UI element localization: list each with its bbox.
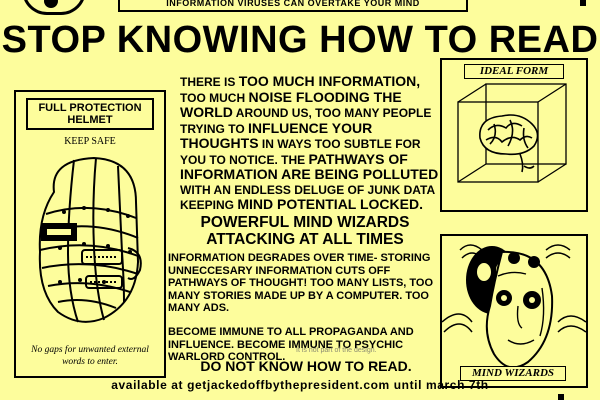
p1-seg8: PATHWAYS OF INFORMATION ARE BEING POLLUT…	[180, 150, 439, 182]
paragraph-3: BECOME IMMUNE TO ALL PROPAGANDA AND INFL…	[168, 326, 414, 364]
mind-wizards-illustration	[442, 244, 586, 369]
mind-wizards-title: MIND WIZARDS	[460, 366, 566, 381]
p1-seg6: INFLUENCE YOUR THOUGHTS	[180, 119, 373, 151]
helmet-illustration	[38, 156, 142, 323]
p1-seg9: WITH AN ENDLESS DELUGE OF JUNK DATA KEEP…	[180, 182, 435, 213]
p1-seg3: TOO MUCH	[180, 90, 249, 105]
top-strip: INFORMATION VIRUSES CAN OVERTAKE YOUR MI…	[0, 0, 600, 16]
p1-seg1: THERE IS	[180, 75, 239, 89]
headline: STOP KNOWING HOW TO READ	[1, 19, 599, 61]
helmet-panel-title: FULL PROTECTION HELMET	[26, 98, 154, 130]
helmet-panel: FULL PROTECTION HELMET KEEP SAFE	[14, 90, 166, 378]
top-banner: INFORMATION VIRUSES CAN OVERTAKE YOUR MI…	[118, 0, 468, 12]
paragraph-2: INFORMATION DEGRADES OVER TIME- STORING …	[168, 252, 434, 315]
bottom-right-mark	[558, 394, 564, 400]
top-right-mark	[580, 0, 586, 6]
p1-seg7: IN WAYS TOO SUBTLE FOR YOU TO NOTICE. TH…	[180, 137, 421, 167]
subheading: POWERFUL MIND WIZARDS ATTACKING AT ALL T…	[170, 214, 440, 248]
p1-seg10: MIND POTENTIAL LOCKED.	[237, 196, 423, 212]
p1-seg5: AROUND US, TOO MANY PEOPLE TRYING TO	[180, 106, 432, 136]
watermark-text: It is not part of the design.	[296, 347, 377, 354]
footer-url[interactable]: available at getjackedoffbythepresident.…	[111, 378, 489, 392]
eye-pupil-icon	[44, 0, 58, 8]
helmet-caption: No gaps for unwanted external words to e…	[31, 345, 149, 367]
subheading-line1: POWERFUL MIND WIZARDS	[200, 214, 410, 231]
mind-wizards-panel: MIND WIZARDS	[440, 234, 588, 388]
ideal-form-title: IDEAL FORM	[464, 64, 564, 79]
subheading-line2: ATTACKING AT ALL TIMES	[206, 231, 404, 248]
helmet-panel-subtitle: KEEP SAFE	[64, 136, 116, 147]
p1-seg2: TOO MUCH INFORMATION,	[238, 73, 421, 89]
p1-seg4: NOISE FLOODING THE WORLD	[180, 88, 402, 120]
brain-in-cube-illustration	[457, 83, 567, 183]
main-paragraph: THERE IS TOO MUCH INFORMATION, TOO MUCH …	[180, 74, 442, 213]
ideal-form-panel: IDEAL FORM	[440, 58, 588, 212]
final-line: DO NOT KNOW HOW TO READ.	[200, 358, 412, 374]
